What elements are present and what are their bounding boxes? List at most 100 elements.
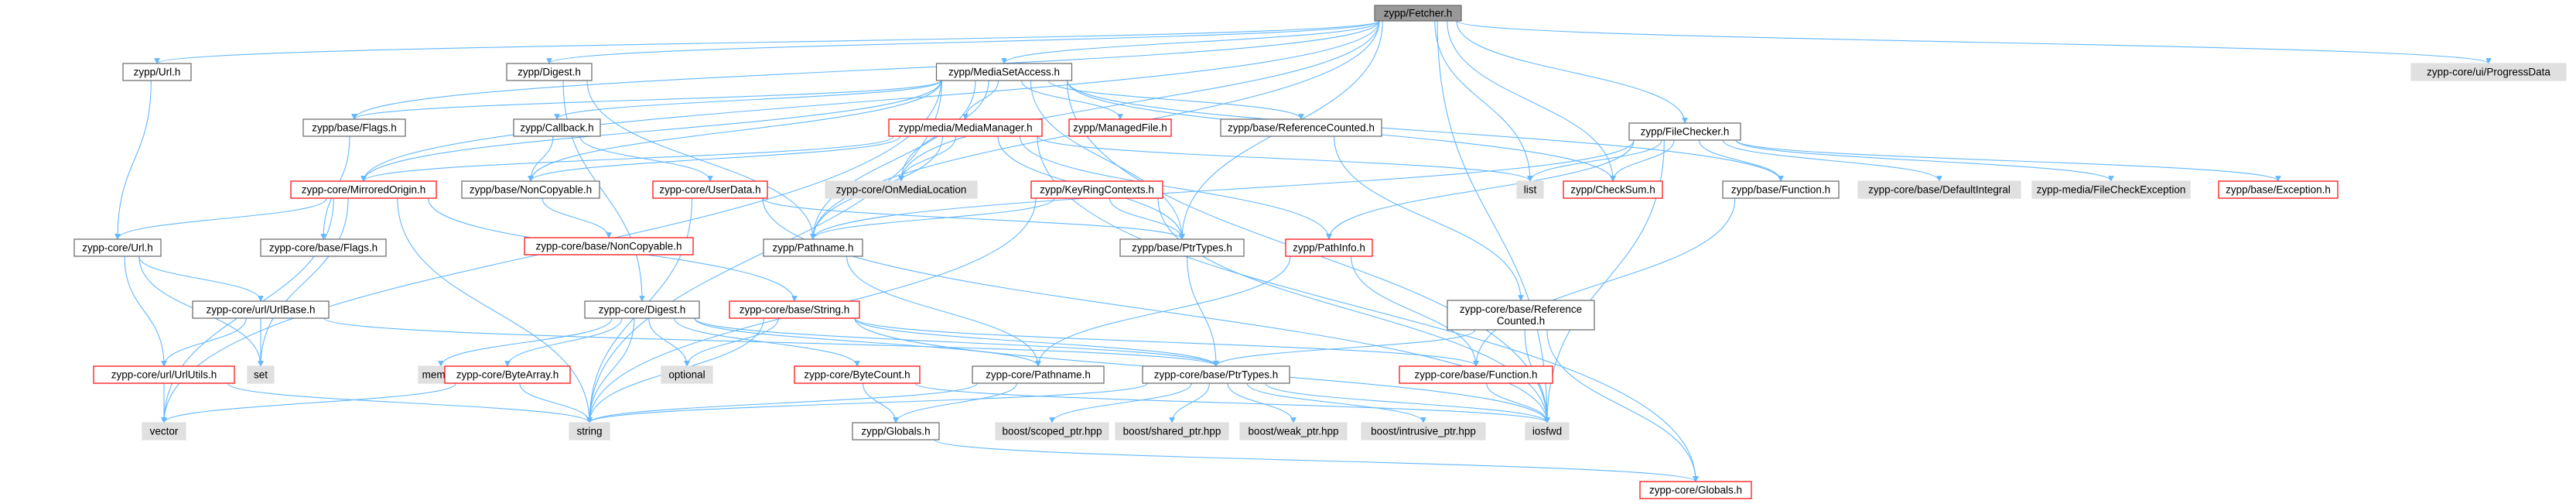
- edge-msa-to-mirroredorigin: [360, 80, 942, 182]
- node-box: [260, 238, 387, 257]
- graph-node-pathname[interactable]: zypp/Pathname.h: [763, 238, 863, 257]
- graph-node-corefunction[interactable]: zypp-core/base/Function.h: [1399, 365, 1553, 384]
- node-label: zypp-media/FileCheckException: [2037, 184, 2186, 196]
- edge-pathinfo-to-corefunction: [1350, 255, 1479, 367]
- graph-node-noncopyable[interactable]: zypp/base/NonCopyable.h: [461, 180, 600, 199]
- edge-mediamanager-to-pathinfo: [1019, 135, 1332, 240]
- edge-urlbase-to-coreptrtypes: [323, 317, 1219, 367]
- graph-node-filechecker[interactable]: zypp/FileChecker.h: [1628, 122, 1741, 141]
- graph-node-coredigest[interactable]: zypp-core/Digest.h: [584, 300, 700, 319]
- node-label: optional: [668, 369, 705, 381]
- node-label: zypp/media/MediaManager.h: [898, 122, 1032, 134]
- graph-node-baseflags[interactable]: zypp/base/Flags.h: [302, 118, 406, 137]
- graph-node-corestring[interactable]: zypp-core/base/String.h: [729, 300, 860, 319]
- graph-node-coreglobals[interactable]: zypp-core/Globals.h: [1639, 481, 1752, 499]
- graph-node-fetcher[interactable]: zypp/Fetcher.h: [1374, 5, 1462, 22]
- graph-node-corerefcounted[interactable]: zypp-core/base/ReferenceCounted.h: [1447, 300, 1595, 331]
- node-box: [1361, 422, 1486, 441]
- node-box: [888, 118, 1043, 137]
- graph-node-msa[interactable]: zypp/MediaSetAccess.h: [935, 63, 1073, 81]
- node-label: zypp/KeyRingContexts.h: [1040, 184, 1154, 196]
- node-box: [852, 422, 940, 441]
- edge-fetcher-to-checksum: [1447, 20, 1616, 182]
- edge-fetcher-to-mirroredorigin: [360, 20, 1380, 182]
- graph-node-scopedptr: boost/scoped_ptr.hpp: [995, 422, 1109, 441]
- graph-node-keyring[interactable]: zypp/KeyRingContexts.h: [1030, 180, 1163, 199]
- graph-node-userdata[interactable]: zypp-core/UserData.h: [652, 180, 768, 199]
- graph-node-corenoncopyable[interactable]: zypp-core/base/NonCopyable.h: [524, 237, 694, 255]
- node-box: [513, 118, 601, 137]
- graph-node-urlutils[interactable]: zypp-core/url/UrlUtils.h: [93, 365, 235, 384]
- edge-coreptrtypes-to-intrusiveptr: [1246, 382, 1426, 423]
- node-box: [1525, 422, 1570, 441]
- graph-node-weakptr: boost/weak_ptr.hpp: [1239, 422, 1348, 441]
- node-label: zypp-core/Globals.h: [1649, 485, 1742, 496]
- edge-coreurl-to-urlbase: [138, 255, 264, 302]
- graph-node-progressdata: zypp-core/ui/ProgressData: [2410, 63, 2567, 81]
- graph-node-corepathname[interactable]: zypp-core/Pathname.h: [972, 365, 1105, 384]
- graph-node-onmedialocation: zypp-core/OnMediaLocation: [825, 180, 978, 199]
- node-box: [995, 422, 1109, 441]
- node-label: zypp-core/ByteCount.h: [804, 369, 910, 381]
- node-box: [729, 300, 860, 319]
- edge-fetcher-to-progressdata: [1456, 20, 2492, 64]
- graph-node-digest[interactable]: zypp/Digest.h: [506, 63, 593, 81]
- graph-node-baseexception[interactable]: zypp/base/Exception.h: [2218, 180, 2339, 199]
- node-box: [461, 180, 600, 199]
- graph-node-intrusiveptr: boost/intrusive_ptr.hpp: [1361, 422, 1486, 441]
- graph-node-coreurl[interactable]: zypp-core/Url.h: [73, 238, 162, 257]
- node-label: zypp-core/url/UrlBase.h: [206, 304, 315, 316]
- edge-mediamanager-to-coreglobals: [1037, 135, 1699, 482]
- node-label: zypp-core/base/NonCopyable.h: [535, 241, 682, 252]
- graph-node-basefunction[interactable]: zypp/base/Function.h: [1722, 180, 1840, 199]
- edge-pathinfo-to-corepathname: [1035, 255, 1291, 367]
- edge-filechecker-to-baseexception: [1735, 139, 2281, 182]
- edge-mirroredorigin-to-set: [258, 197, 349, 367]
- graph-node-callback[interactable]: zypp/Callback.h: [513, 118, 601, 137]
- graph-node-coreflags[interactable]: zypp-core/base/Flags.h: [260, 238, 387, 257]
- node-label: zypp-core/UserData.h: [659, 184, 760, 196]
- edge-corerefcounted-to-coreptrtypes: [1213, 329, 1476, 367]
- node-box: [935, 63, 1073, 81]
- graph-node-coreptrtypes[interactable]: zypp-core/base/PtrTypes.h: [1142, 365, 1290, 384]
- node-box: [1239, 422, 1348, 441]
- edge-basefunction-to-corefunction: [1473, 197, 1736, 367]
- graph-node-baseptrtypes[interactable]: zypp/base/PtrTypes.h: [1119, 238, 1245, 257]
- graph-node-pathinfo[interactable]: zypp/PathInfo.h: [1285, 238, 1373, 257]
- graph-node-bytearray[interactable]: zypp-core/ByteArray.h: [444, 365, 571, 384]
- graph-node-globals[interactable]: zypp/Globals.h: [852, 422, 940, 441]
- edge-msa-to-noncopyable: [528, 80, 942, 182]
- edge-globals-to-coreglobals: [934, 439, 1699, 482]
- node-label: zypp-core/OnMediaLocation: [836, 184, 967, 196]
- node-box: [661, 365, 713, 384]
- node-label: zypp-core/base/DefaultIntegral: [1868, 184, 2011, 196]
- node-box: [1068, 118, 1172, 137]
- graph-node-refcounted[interactable]: zypp/base/ReferenceCounted.h: [1220, 118, 1382, 137]
- edge-noncopyable-to-corenoncopyable: [542, 197, 612, 238]
- node-label: zypp/base/Flags.h: [312, 122, 397, 134]
- edge-filechecker-to-basefunction: [1699, 139, 1784, 182]
- graph-node-mirroredorigin[interactable]: zypp-core/MirroredOrigin.h: [290, 180, 437, 199]
- graph-node-checksum[interactable]: zypp/CheckSum.h: [1563, 180, 1663, 199]
- edge-bytearray-to-string: [519, 382, 593, 423]
- edge-msa-to-pathname: [810, 80, 976, 240]
- node-box: [302, 118, 406, 137]
- node-box: [192, 300, 330, 319]
- edge-urlbase-to-urlutils: [161, 317, 247, 367]
- graph-node-url[interactable]: zypp/Url.h: [122, 63, 192, 81]
- edge-filechecker-to-pathname: [810, 139, 1635, 240]
- edge-fetcher-to-msa: [1001, 20, 1380, 64]
- graph-node-mediamanager[interactable]: zypp/media/MediaManager.h: [888, 118, 1043, 137]
- node-label: zypp/base/PtrTypes.h: [1132, 242, 1232, 254]
- node-label: zypp-core/Url.h: [82, 242, 153, 254]
- graph-node-filecheckexception: zypp-media/FileCheckException: [2031, 180, 2191, 199]
- node-box: [1563, 180, 1663, 199]
- graph-node-managedfile[interactable]: zypp/ManagedFile.h: [1068, 118, 1172, 137]
- node-label: zypp-core/base/Function.h: [1414, 369, 1537, 381]
- node-label: iosfwd: [1532, 426, 1562, 437]
- graph-node-bytecount[interactable]: zypp-core/ByteCount.h: [794, 365, 921, 384]
- edge-corestring-to-optional: [684, 317, 779, 367]
- node-label: zypp/Url.h: [134, 67, 181, 78]
- graph-node-urlbase[interactable]: zypp-core/url/UrlBase.h: [192, 300, 330, 319]
